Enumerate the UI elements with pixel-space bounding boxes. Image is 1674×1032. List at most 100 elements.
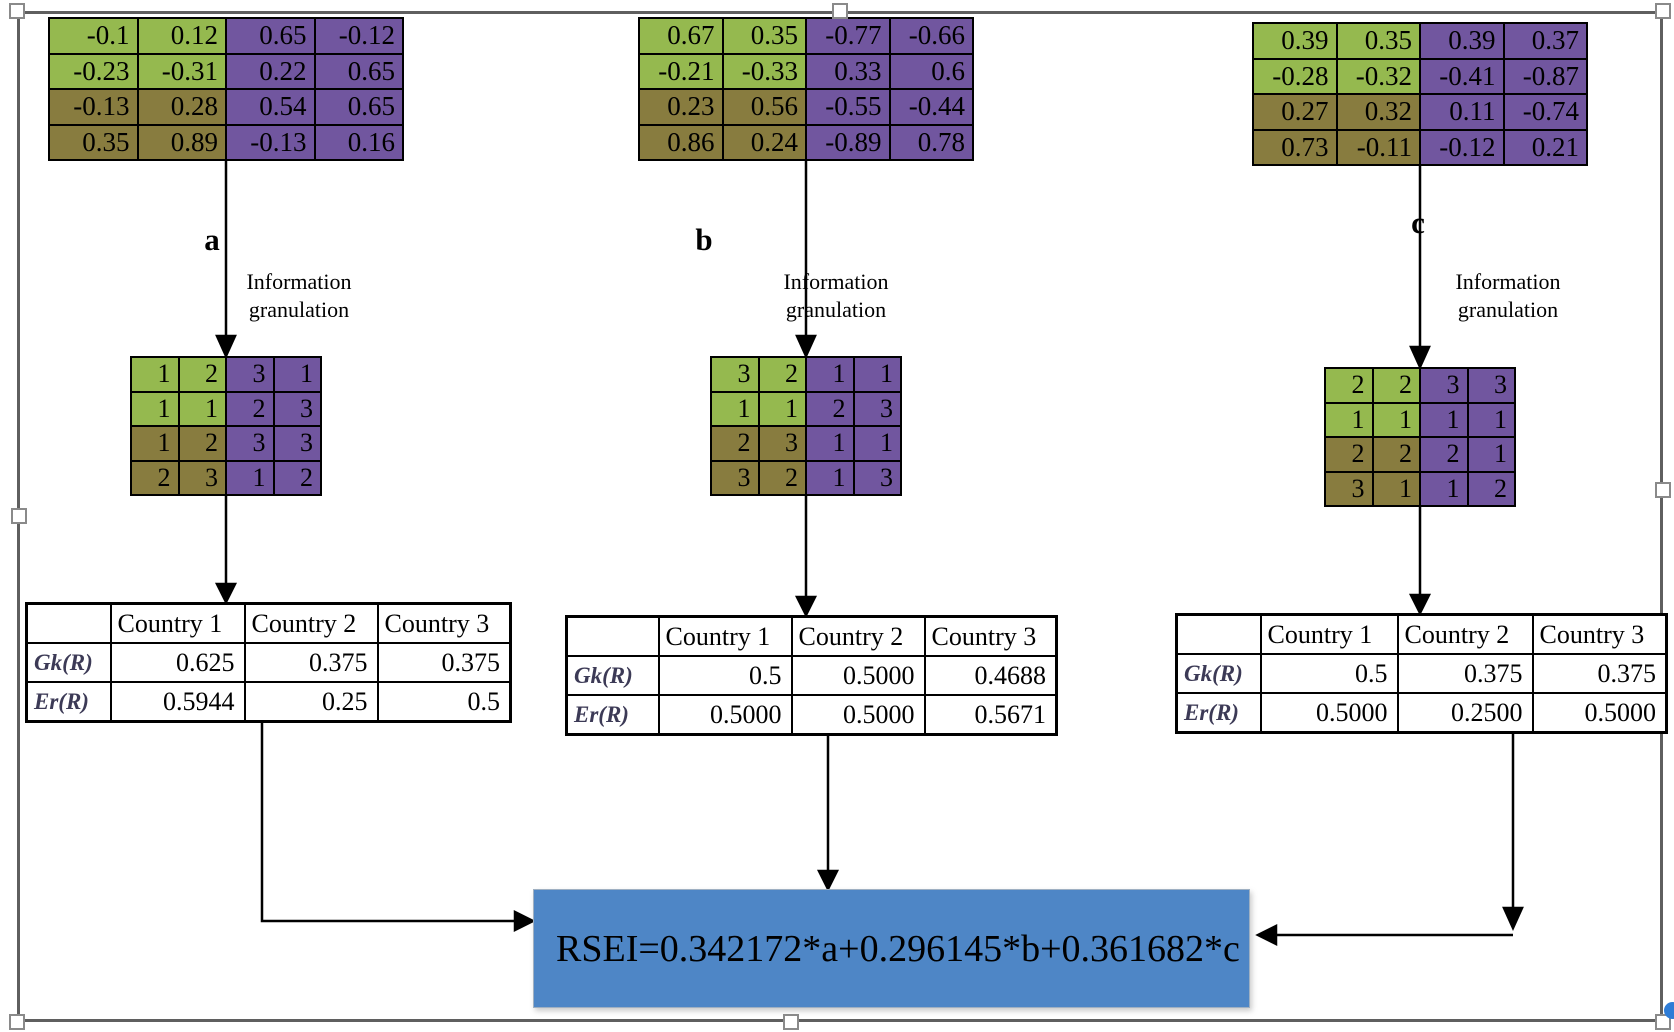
granulated-cell: 3 [712, 358, 758, 391]
matrix-cell: 0.37 [1504, 24, 1586, 58]
arrow-a-granulated-to-table [214, 496, 238, 605]
table-value: 0.5000 [790, 694, 926, 736]
granulated-cell: 1 [132, 427, 178, 460]
resize-handle-top-right[interactable] [1655, 3, 1671, 19]
table-header: Country 2 [790, 615, 926, 657]
matrix-cell: 0.23 [640, 90, 722, 124]
table-header: Country 3 [923, 615, 1058, 657]
resize-handle-middle-right[interactable] [1655, 482, 1671, 498]
branch-label-c: c [1411, 205, 1425, 240]
table-value: 0.5000 [1531, 692, 1668, 734]
arrow-a-table-to-result [260, 715, 536, 933]
matrix-cell: 0.39 [1254, 24, 1336, 58]
matrix-cell: 0.24 [723, 125, 805, 159]
matrix-cell: 0.54 [227, 90, 314, 124]
granulated-cell: 1 [179, 392, 225, 425]
resize-handle-top-left[interactable] [9, 3, 25, 19]
table-value: 0.5944 [109, 681, 246, 723]
granulation-caption-c: Information granulation [1424, 268, 1592, 324]
granulated-cell: 3 [274, 392, 320, 425]
table-value: 0.5 [657, 655, 793, 696]
row-label-gkr: Gk(R) [25, 642, 112, 683]
table-corner-cell [565, 615, 660, 657]
granulated-cell: 3 [1421, 369, 1467, 402]
matrix-cell: -0.1 [50, 19, 137, 53]
table-value: 0.375 [1396, 653, 1534, 694]
granulated-cell: 1 [132, 358, 178, 391]
matrix-cell: -0.32 [1337, 59, 1419, 93]
granulated-cell: 2 [1373, 438, 1419, 471]
granulated-cell: 2 [274, 461, 320, 494]
matrix-cell: 0.35 [50, 125, 137, 159]
table-header-row: Country 1 Country 2 Country 3 [25, 602, 512, 644]
table-header: Country 3 [1531, 613, 1668, 655]
arrow-b-granulated-to-table [794, 496, 818, 618]
matrix-cell: 0.22 [227, 54, 314, 88]
granulation-caption-line: granulation [248, 297, 350, 322]
granulated-cell: 2 [807, 392, 853, 425]
granulated-cell: 3 [179, 461, 225, 494]
table-header: Country 1 [109, 602, 246, 644]
arrow-b-matrix-to-granulated [795, 161, 817, 360]
granulation-caption-line: granulation [785, 297, 887, 322]
table-value: 0.5000 [790, 655, 926, 696]
granulation-caption-line: Information [1455, 269, 1561, 294]
matrix-cell: 0.35 [1337, 24, 1419, 58]
matrix-cell: 0.27 [1254, 95, 1336, 129]
matrix-cell: -0.23 [50, 54, 137, 88]
table-value: 0.5000 [657, 694, 793, 736]
matrix-cell: 0.11 [1421, 95, 1503, 129]
granulated-cell: 2 [179, 358, 225, 391]
granulated-cell: 2 [1421, 438, 1467, 471]
row-label-err: Er(R) [1175, 692, 1262, 734]
granulated-cell: 1 [712, 392, 758, 425]
matrix-cell: 0.16 [315, 125, 402, 159]
result-formula-text: RSEI=0.342172*a+0.296145*b+0.361682*c [556, 927, 1240, 970]
branch-label-b: b [695, 222, 713, 257]
branch-label-a: a [204, 222, 220, 257]
matrix-cell: 0.78 [890, 125, 972, 159]
table-value: 0.4688 [923, 655, 1058, 696]
table-header-row: Country 1 Country 2 Country 3 [565, 615, 1058, 657]
table-header: Country 3 [376, 602, 512, 644]
table-header: Country 2 [1396, 613, 1534, 655]
matrix-cell: 0.65 [315, 54, 402, 88]
granulated-cell: 3 [712, 461, 758, 494]
resize-handle-bottom-center[interactable] [783, 1014, 799, 1030]
granulation-caption-line: Information [246, 269, 352, 294]
granulated-cell: 1 [1326, 403, 1372, 436]
granulated-cell: 1 [807, 461, 853, 494]
granulation-caption-line: granulation [1457, 297, 1559, 322]
resize-handle-middle-left[interactable] [11, 508, 27, 524]
matrix-cell: 0.67 [640, 19, 722, 53]
blue-dot-indicator [1664, 1002, 1674, 1019]
table-value: 0.5 [376, 681, 512, 723]
granulated-cell: 1 [274, 358, 320, 391]
resize-handle-bottom-right[interactable] [1655, 1014, 1671, 1030]
resize-handle-bottom-left[interactable] [9, 1014, 25, 1030]
matrix-cell: 0.86 [640, 125, 722, 159]
matrix-cell: -0.77 [807, 19, 889, 53]
matrix-cell: -0.89 [807, 125, 889, 159]
matrix-cell: 0.56 [723, 90, 805, 124]
resize-handle-top-center[interactable] [832, 3, 848, 19]
granulated-cell: 3 [227, 427, 273, 460]
matrix-cell: -0.12 [1421, 130, 1503, 164]
matrix-cell: 0.12 [138, 19, 225, 53]
matrix-cell: -0.13 [227, 125, 314, 159]
table-value: 0.25 [243, 681, 379, 723]
granulated-cell: 1 [132, 392, 178, 425]
table-corner-cell [1175, 613, 1262, 655]
matrix-cell: -0.44 [890, 90, 972, 124]
granulated-cell: 2 [1373, 369, 1419, 402]
arrow-a-matrix-to-granulated [215, 161, 237, 360]
granulation-caption-a: Information granulation [215, 268, 383, 324]
table-header-row: Country 1 Country 2 Country 3 [1175, 613, 1668, 655]
arrow-c-granulated-to-table [1408, 507, 1432, 616]
